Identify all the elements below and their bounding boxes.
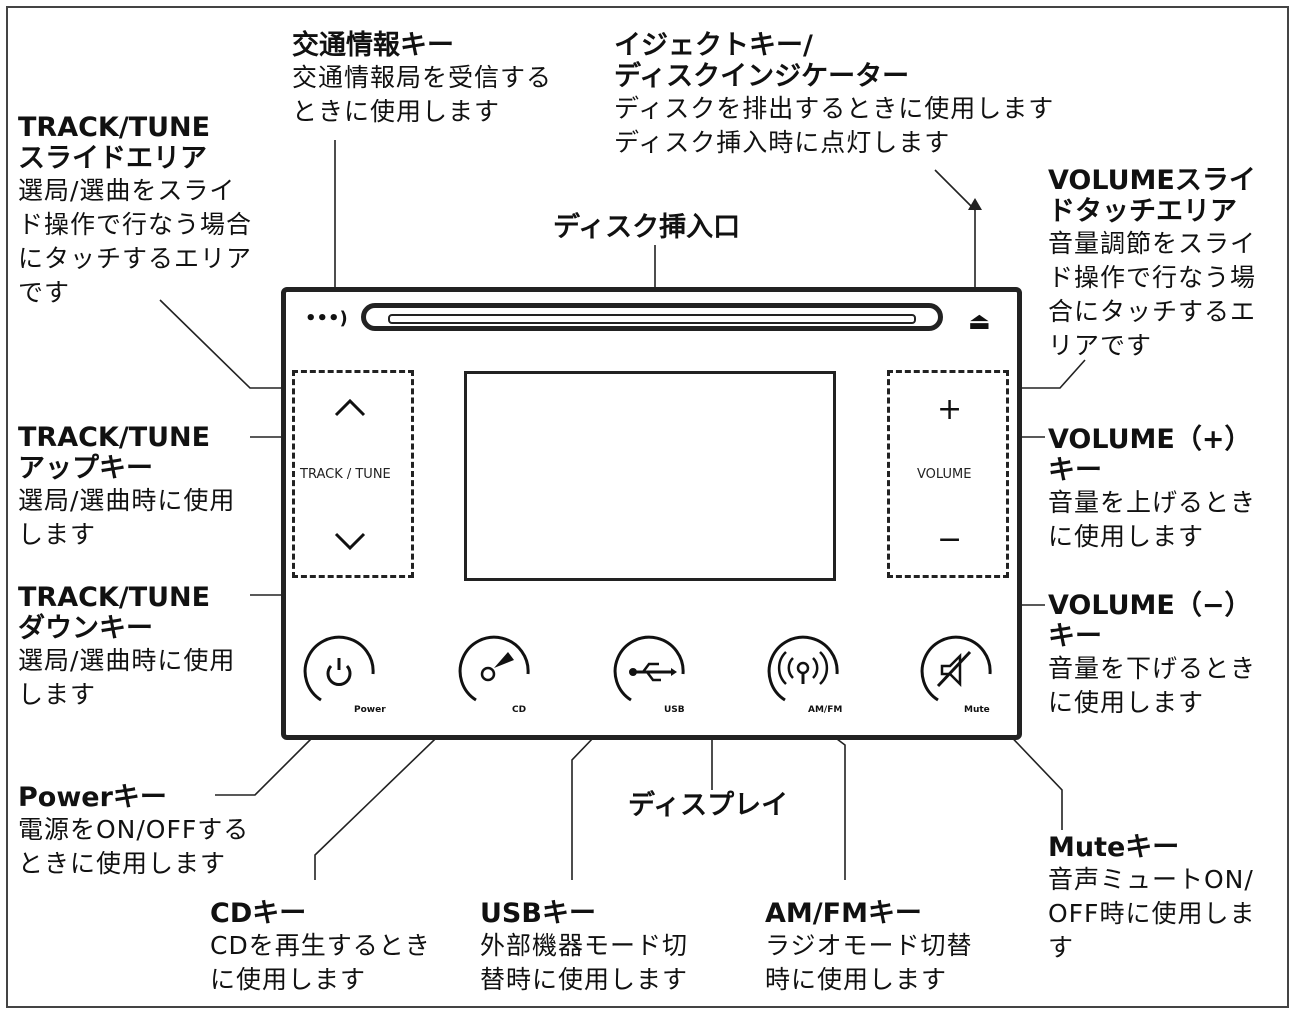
volume-area-label: VOLUME: [917, 467, 972, 482]
callout-volume-down-desc: 音量を下げるとき に使用します: [1048, 654, 1257, 717]
callout-power-desc: 電源をON/OFFする ときに使用します: [18, 815, 250, 878]
callout-volume-down: VOLUME（−） キー 音量を下げるとき に使用します: [1048, 590, 1256, 720]
leader-mute: [999, 724, 1063, 830]
callout-volume-slide: VOLUMEスライ ドタッチエリア 音量調節をスライ ド操作で行なう場 合にタッ…: [1048, 165, 1256, 363]
callout-track-down-desc: 選局/選曲時に使用 します: [18, 646, 236, 709]
callout-usb-desc: 外部機器モード切 替時に使用します: [480, 931, 689, 994]
callout-track-up-desc: 選局/選曲時に使用 します: [18, 486, 236, 549]
traffic-key-icon[interactable]: •••): [305, 308, 348, 329]
callout-traffic-desc: 交通情報局を受信する ときに使用します: [292, 63, 553, 126]
usb-button[interactable]: [613, 634, 685, 706]
callout-volume-slide-desc: 音量調節をスライ ド操作で行なう場 合にタッチするエ リアです: [1048, 229, 1257, 360]
callout-track-down-title: TRACK/TUNE ダウンキー: [18, 582, 211, 644]
callout-cd: CDキー CDを再生するとき に使用します: [210, 898, 431, 997]
leader-cd: [314, 714, 461, 880]
leader-power: [215, 719, 331, 796]
callout-power: Powerキー 電源をON/OFFする ときに使用します: [18, 782, 249, 881]
callout-traffic-title: 交通情報キー: [292, 30, 454, 61]
callout-mute-desc: 音声ミュートON/ OFF時に使用しま す: [1048, 865, 1256, 962]
callout-usb: USBキー 外部機器モード切 替時に使用します: [480, 898, 688, 997]
callout-mute-title: Muteキー: [1048, 832, 1180, 863]
disc-slot: [361, 303, 943, 331]
diagram-frame: [6, 6, 1289, 1008]
callout-track-slide: TRACK/TUNE スライドエリア 選局/選曲をスライ ド操作で行なう場合 に…: [18, 112, 252, 310]
amfm-button[interactable]: [767, 634, 839, 706]
leader-track-slide: [159, 299, 292, 389]
power-button[interactable]: [303, 634, 375, 706]
volume-slide-area[interactable]: [887, 370, 1009, 578]
track-area-label: TRACK / TUNE: [300, 467, 391, 482]
mute-button[interactable]: [920, 634, 992, 706]
callout-amfm-desc: ラジオモード切替 時に使用します: [765, 931, 973, 994]
display-screen: [464, 371, 836, 581]
callout-eject: イジェクトキー/ ディスクインジケーター ディスクを排出するときに使用します デ…: [614, 30, 1054, 160]
callout-traffic: 交通情報キー 交通情報局を受信する ときに使用します: [292, 30, 552, 129]
callout-track-up: TRACK/TUNE アップキー 選局/選曲時に使用 します: [18, 422, 235, 552]
callout-track-up-title: TRACK/TUNE アップキー: [18, 422, 211, 484]
mute-button-label: Mute: [964, 705, 990, 715]
callout-amfm-title: AM/FMキー: [765, 898, 922, 929]
cd-button[interactable]: [458, 634, 530, 706]
callout-volume-slide-title: VOLUMEスライ ドタッチエリア: [1048, 165, 1256, 227]
disc-slot-label: ディスク挿入口: [553, 212, 741, 243]
callout-eject-title: イジェクトキー/ ディスクインジケーター: [614, 30, 910, 92]
leader-amfm: [824, 729, 846, 880]
callout-volume-up-desc: 音量を上げるとき に使用します: [1048, 488, 1257, 551]
callout-cd-title: CDキー: [210, 898, 307, 929]
eject-icon[interactable]: ⏏: [968, 307, 991, 335]
leader-eject: [934, 169, 976, 296]
leader-volume-slide: [1012, 359, 1086, 389]
callout-track-down: TRACK/TUNE ダウンキー 選局/選曲時に使用 します: [18, 582, 235, 712]
chevron-up-icon[interactable]: [330, 395, 370, 419]
volume-minus-icon[interactable]: −: [937, 522, 963, 557]
volume-plus-icon[interactable]: +: [937, 392, 963, 427]
power-button-label: Power: [354, 705, 386, 715]
usb-button-label: USB: [664, 705, 685, 715]
chevron-down-icon[interactable]: [330, 530, 370, 554]
callout-track-slide-desc: 選局/選曲をスライ ド操作で行なう場合 にタッチするエリア です: [18, 176, 253, 307]
eject-arrow-head: [968, 198, 982, 210]
display-label: ディスプレイ: [628, 790, 789, 821]
callout-usb-title: USBキー: [480, 898, 596, 929]
amfm-button-label: AM/FM: [808, 705, 843, 715]
callout-eject-desc: ディスクを排出するときに使用します ディスク挿入時に点灯します: [614, 94, 1055, 157]
callout-power-title: Powerキー: [18, 782, 167, 813]
callout-mute: Muteキー 音声ミュートON/ OFF時に使用しま す: [1048, 832, 1255, 965]
callout-volume-up-title: VOLUME（+） キー: [1048, 424, 1252, 486]
track-tune-slide-area[interactable]: [292, 370, 414, 578]
callout-volume-up: VOLUME（+） キー 音量を上げるとき に使用します: [1048, 424, 1256, 554]
callout-track-slide-title: TRACK/TUNE スライドエリア: [18, 112, 211, 174]
callout-volume-down-title: VOLUME（−） キー: [1048, 590, 1252, 652]
cd-button-label: CD: [512, 705, 527, 715]
callout-cd-desc: CDを再生するとき に使用します: [210, 931, 431, 994]
callout-amfm: AM/FMキー ラジオモード切替 時に使用します: [765, 898, 973, 997]
